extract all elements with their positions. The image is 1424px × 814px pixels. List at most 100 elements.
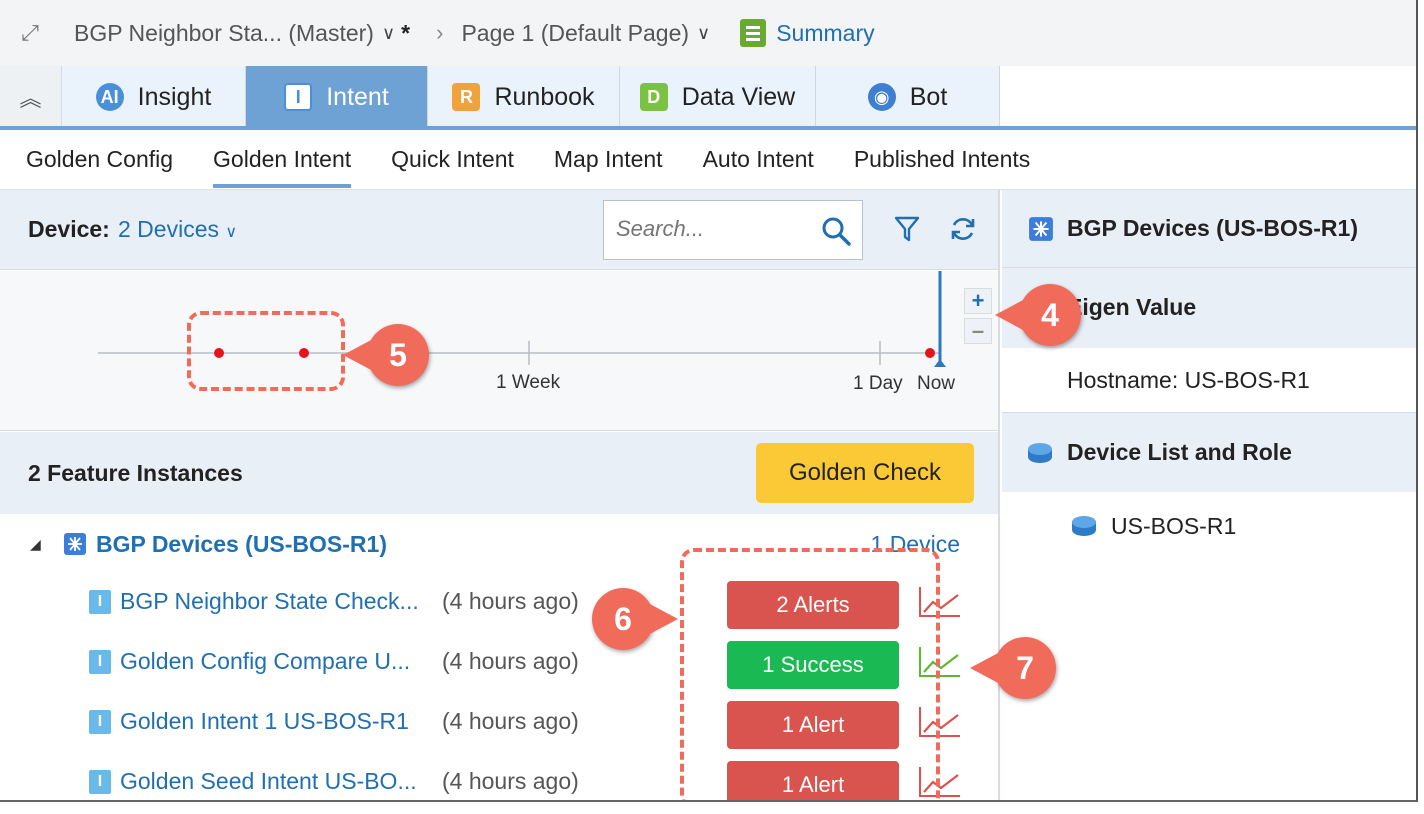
search-icon[interactable]: [820, 215, 852, 247]
tab-label: Runbook: [494, 82, 595, 111]
timeline-label-now: Now: [917, 373, 956, 394]
router-icon: [1072, 516, 1096, 536]
tab-runbook[interactable]: R Runbook: [428, 66, 620, 128]
intent-name[interactable]: Golden Intent 1 US-BOS-R1: [120, 708, 409, 734]
breadcrumb: ⤢ BGP Neighbor Sta... (Master) ∨ * › Pag…: [0, 0, 1416, 66]
status-badge-alert[interactable]: 1 Alert: [727, 761, 899, 800]
feature-group-row[interactable]: ◢ BGP Devices (US-BOS-R1) 1 Device: [0, 524, 998, 564]
status-badge-success[interactable]: 1 Success: [727, 641, 899, 689]
tab-intent[interactable]: I Intent: [246, 66, 428, 128]
chevron-down-icon: ∨: [225, 224, 238, 241]
collapse-icon[interactable]: ︽: [0, 66, 62, 128]
right-panel-title: BGP Devices (US-BOS-R1): [1067, 215, 1358, 241]
tab-insight[interactable]: AI Insight: [62, 66, 246, 128]
device-label: Device:: [28, 216, 110, 242]
search-input[interactable]: [604, 201, 804, 257]
intent-i-icon: I: [89, 650, 111, 674]
chevron-right-icon: ›: [436, 20, 444, 45]
highlight-box-status-badges: [680, 548, 940, 800]
intent-row[interactable]: I Golden Seed Intent US-BO... (4 hours a…: [0, 755, 998, 800]
device-list-title: Device List and Role: [1067, 439, 1292, 465]
expand-icon[interactable]: ⤢: [21, 20, 39, 45]
tab-label: Data View: [681, 82, 796, 111]
intent-name[interactable]: BGP Neighbor State Check...: [120, 588, 419, 614]
hostname-row: Hostname: US-BOS-R1: [1067, 367, 1310, 394]
intent-i-icon: I: [89, 710, 111, 734]
router-icon: [1028, 443, 1052, 463]
feature-instances-title: 2 Feature Instances: [28, 460, 243, 486]
golden-check-button[interactable]: Golden Check: [756, 443, 974, 503]
bgp-device-group-icon: [1029, 217, 1053, 241]
runbook-r-icon: R: [452, 83, 481, 111]
tabs-underline: [0, 126, 1416, 130]
intent-time: (4 hours ago): [442, 648, 579, 674]
device-item[interactable]: US-BOS-R1: [1111, 513, 1237, 539]
chevron-down-icon[interactable]: ∨: [381, 22, 396, 43]
callout-badge: 6: [592, 588, 678, 650]
feature-instances-bar: 2 Feature Instances Golden Check: [0, 432, 998, 514]
group-device-count[interactable]: 1 Device: [870, 531, 960, 557]
intent-i-icon: I: [89, 770, 111, 794]
modified-indicator: *: [401, 19, 411, 46]
subtab-golden-intent[interactable]: Golden Intent: [213, 130, 352, 190]
status-badge-alert[interactable]: 1 Alert: [727, 701, 899, 749]
ai-robot-icon: AI: [95, 83, 124, 111]
timeline-event-dot: [925, 348, 935, 358]
hostname-label: Hostname: [1067, 367, 1172, 393]
tab-label: Insight: [137, 82, 212, 111]
eigen-value-title: Eigen Value: [1067, 294, 1197, 320]
intent-time: (4 hours ago): [442, 708, 579, 734]
data-view-d-icon: D: [639, 83, 668, 111]
subtab-quick-intent[interactable]: Quick Intent: [391, 146, 514, 172]
map-name[interactable]: BGP Neighbor Sta... (Master): [74, 19, 374, 46]
right-panel: BGP Devices (US-BOS-R1) Eigen Value Host…: [1002, 190, 1416, 800]
device-list-section: Device List and Role: [1002, 412, 1416, 492]
refresh-icon[interactable]: [948, 214, 978, 244]
group-name[interactable]: BGP Devices (US-BOS-R1): [96, 531, 387, 557]
intent-name[interactable]: Golden Seed Intent US-BO...: [120, 768, 417, 794]
tab-bot[interactable]: ◉ Bot: [816, 66, 1000, 128]
intent-name[interactable]: Golden Config Compare U...: [120, 648, 411, 674]
right-panel-header: BGP Devices (US-BOS-R1): [1002, 190, 1416, 268]
page-name[interactable]: Page 1 (Default Page): [461, 19, 690, 46]
main-tabs: ︽ AI Insight I Intent R Runbook D Data V…: [0, 66, 1416, 128]
timeline-label-day: 1 Day: [853, 373, 903, 394]
subtab-map-intent[interactable]: Map Intent: [553, 146, 663, 172]
bgp-device-group-icon: [64, 533, 86, 555]
timeline-track: [98, 271, 946, 367]
callout-badge: 7: [970, 637, 1056, 699]
intent-row[interactable]: I BGP Neighbor State Check... (4 hours a…: [0, 575, 998, 635]
intent-time: (4 hours ago): [442, 768, 579, 794]
summary-link[interactable]: Summary: [776, 19, 875, 46]
device-selector[interactable]: 2 Devices ∨: [118, 216, 238, 242]
tab-label: Intent: [326, 82, 389, 111]
filter-icon[interactable]: [893, 214, 921, 244]
tab-label: Bot: [909, 82, 948, 111]
subtab-auto-intent[interactable]: Auto Intent: [702, 146, 814, 172]
zoom-out-button[interactable]: –: [964, 318, 992, 344]
subtab-published-intents[interactable]: Published Intents: [853, 146, 1031, 172]
device-bar: Device: 2 Devices ∨: [0, 190, 998, 270]
highlight-box-timeline-dots: [187, 311, 345, 391]
chevron-down-icon[interactable]: ∨: [697, 22, 711, 43]
timeline-label-week: 1 Week: [496, 372, 561, 393]
search-box[interactable]: [603, 200, 863, 260]
summary-icon[interactable]: [740, 19, 767, 47]
collapse-triangle-icon[interactable]: ◢: [30, 536, 41, 552]
subtab-golden-config[interactable]: Golden Config: [26, 146, 174, 172]
callout-badge: 5: [343, 324, 429, 386]
zoom-in-button[interactable]: +: [964, 288, 992, 314]
timeline-event-dot: [214, 348, 224, 358]
status-badge-alert[interactable]: 2 Alerts: [727, 581, 899, 629]
hostname-value: US-BOS-R1: [1184, 367, 1310, 393]
intent-time: (4 hours ago): [442, 588, 579, 614]
intent-row[interactable]: I Golden Config Compare U... (4 hours ag…: [0, 635, 998, 695]
timeline[interactable]: 1 Week 1 Day Now + –: [0, 271, 998, 431]
intent-i-icon: I: [89, 590, 111, 614]
intent-i-icon: I: [284, 83, 313, 111]
intent-row[interactable]: I Golden Intent 1 US-BOS-R1 (4 hours ago…: [0, 695, 998, 755]
intent-subtabs: Golden Config Golden Intent Quick Intent…: [0, 130, 1416, 190]
tab-data-view[interactable]: D Data View: [620, 66, 816, 128]
hostname-separator: :: [1171, 367, 1179, 393]
